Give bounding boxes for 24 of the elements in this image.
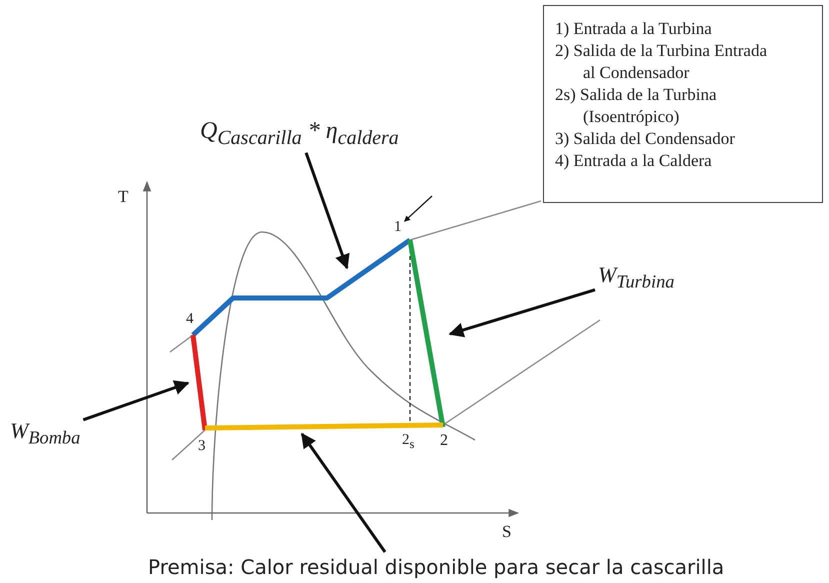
process-line <box>204 422 444 430</box>
state-point-label: 4 <box>186 311 194 328</box>
arrow <box>300 432 386 553</box>
legend-entry: 2) Salida de la Turbina Entrada al Condensador <box>555 40 768 84</box>
heat-input-formula: Q$_{Cascarilla}$ * η$_{caldera}$ <box>200 118 399 150</box>
arrow <box>304 152 350 270</box>
axis-label: S <box>502 522 512 542</box>
legend-entry: 3) Salida del Condensador <box>555 128 736 150</box>
axis-label: T <box>118 187 128 207</box>
process-line <box>408 240 446 428</box>
arrow <box>82 380 190 422</box>
state-point-label: 2 <box>440 432 448 450</box>
legend-entry: 4) Entrada a la Caldera <box>555 150 713 172</box>
arrow <box>448 288 596 338</box>
state-point-label: 1 <box>394 219 402 236</box>
turbine-work-label: W$_{Turbina}$ <box>598 262 674 292</box>
pump-work-label: W$_{Bomba}$ <box>10 418 80 448</box>
arrow <box>404 196 432 222</box>
state-point-label: 2$_{s}$ <box>402 432 414 452</box>
state-point-label: 3 <box>198 438 206 455</box>
process-line <box>190 334 208 430</box>
legend-entry: 2s) Salida de la Turbina (Isoentrópico) <box>555 84 718 128</box>
caption: Premisa: Calor residual disponible para secar la cascarilla <box>148 555 724 579</box>
legend-entry: 1) Entrada a la Turbina <box>555 18 713 40</box>
